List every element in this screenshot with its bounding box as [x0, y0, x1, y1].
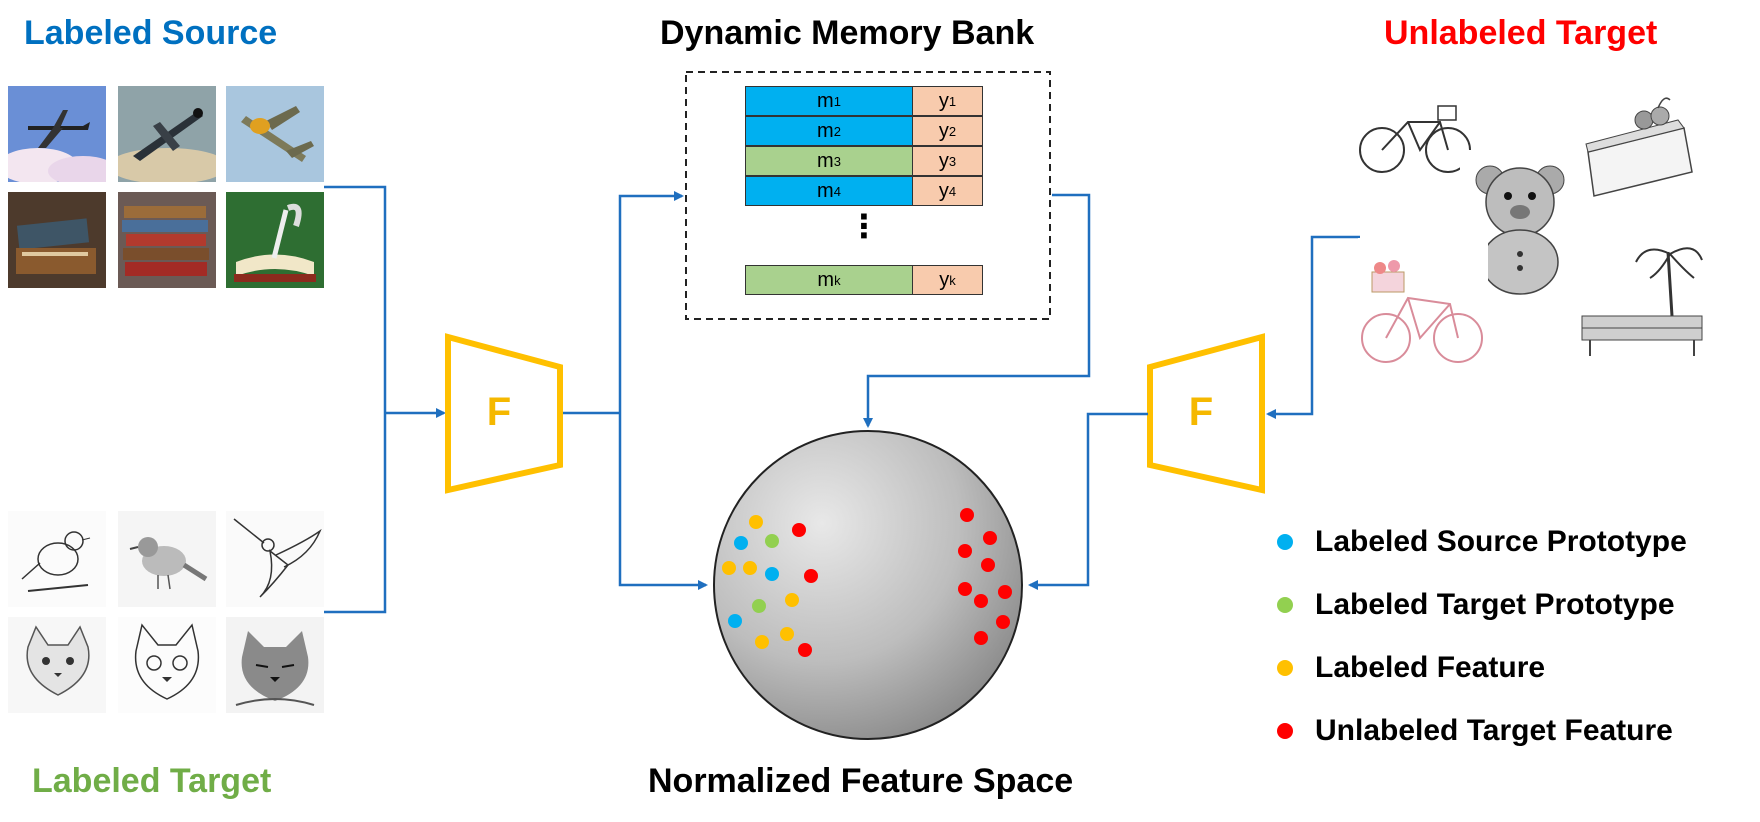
- cat-sketch-icon: [118, 617, 216, 713]
- feature-space-title: Normalized Feature Space: [648, 762, 1074, 800]
- legend-label: Labeled Source Prototype: [1315, 525, 1687, 558]
- unlabeled-target-feature-dot-icon: [1277, 723, 1293, 739]
- left-encoder-shape: [445, 333, 563, 494]
- labeled-feature-point: [785, 593, 799, 607]
- unlabeled-target-feature-point: [974, 594, 988, 608]
- unlabeled-target-feature-point: [958, 544, 972, 558]
- unlabeled-target-feature-point: [798, 643, 812, 657]
- unlabeled-target-feature-point: [981, 558, 995, 572]
- legend-item-labeled-target-prototype: Labeled Target Prototype: [1277, 585, 1675, 625]
- labeled-source-prototype-point: [765, 567, 779, 581]
- feature-points: [722, 508, 1012, 657]
- unlabeled-target-feature-point: [804, 569, 818, 583]
- source-connector: [324, 185, 446, 614]
- unlabeled-target-title: Unlabeled Target: [1384, 14, 1658, 52]
- labeled-feature-dot-icon: [1277, 660, 1293, 676]
- labeled-source-prototype-dot-icon: [1277, 534, 1293, 550]
- labeled-target-title: Labeled Target: [32, 762, 272, 800]
- feature-sphere: [713, 430, 1023, 740]
- unlabeled-target-feature-point: [958, 582, 972, 596]
- right-encoder-shape: [1147, 333, 1265, 494]
- book-icon: [8, 192, 106, 288]
- labeled-source-prototype-point: [728, 614, 742, 628]
- memory-to-sphere-connector: [863, 193, 1091, 428]
- bird-sketch-icon: [118, 511, 216, 607]
- cat-sketch-icon: [226, 617, 324, 713]
- unlabeled-target-feature-point: [792, 523, 806, 537]
- labeled-feature-point: [722, 561, 736, 575]
- teddy-bear-sketch-icon: [1460, 150, 1580, 300]
- book-icon: [226, 192, 324, 288]
- labeled-feature-point: [749, 515, 763, 529]
- unlabeled-target-feature-point: [996, 615, 1010, 629]
- encoder-output-connector: [563, 191, 708, 590]
- unlabeled-target-feature-point: [960, 508, 974, 522]
- labeled-target-prototype-point: [765, 534, 779, 548]
- unlabeled-target-feature-point: [998, 585, 1012, 599]
- legend-item-labeled-source-prototype: Labeled Source Prototype: [1277, 522, 1687, 562]
- labeled-target-prototype-point: [752, 599, 766, 613]
- airplane-icon: [8, 86, 106, 182]
- memory-ellipsis: ⋮: [848, 208, 880, 244]
- legend-item-labeled-feature: Labeled Feature: [1277, 648, 1545, 688]
- bird-sketch-icon: [226, 511, 324, 607]
- cat-sketch-icon: [8, 617, 106, 713]
- legend-item-unlabeled-target-feature: Unlabeled Target Feature: [1277, 711, 1673, 751]
- legend-label: Unlabeled Target Feature: [1315, 714, 1673, 747]
- right-encoder-label: F: [1188, 390, 1214, 434]
- cake-sketch-icon: [1574, 92, 1702, 210]
- memory-bank-title: Dynamic Memory Bank: [660, 14, 1035, 52]
- bicycle-sketch-icon: [1358, 238, 1488, 378]
- bicycle-sketch-icon: [1352, 88, 1478, 180]
- left-encoder-label: F: [486, 390, 512, 434]
- legend-label: Labeled Target Prototype: [1315, 588, 1675, 621]
- memory-bank-box: [685, 71, 1051, 320]
- book-icon: [118, 192, 216, 288]
- airplane-icon: [118, 86, 216, 182]
- airplane-icon: [226, 86, 324, 182]
- unlabeled-target-feature-point: [974, 631, 988, 645]
- legend-label: Labeled Feature: [1315, 651, 1546, 684]
- labeled-source-title: Labeled Source: [24, 14, 278, 52]
- labeled-source-prototype-point: [734, 536, 748, 550]
- bird-sketch-icon: [8, 511, 106, 607]
- unlabeled-target-feature-point: [983, 531, 997, 545]
- labeled-feature-point: [743, 561, 757, 575]
- target-connector: [1028, 235, 1360, 590]
- beach-sketch-icon: [1576, 232, 1706, 362]
- labeled-feature-point: [755, 635, 769, 649]
- labeled-feature-point: [780, 627, 794, 641]
- labeled-target-prototype-dot-icon: [1277, 597, 1293, 613]
